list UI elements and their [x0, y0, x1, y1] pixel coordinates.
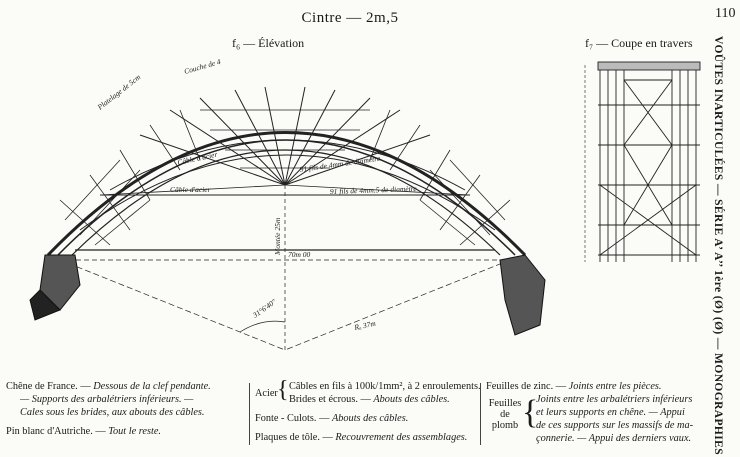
label-cable-acier-lower: Câble d'acier	[170, 185, 211, 194]
legend-divider-1	[249, 383, 250, 445]
legend-divider-2	[480, 383, 481, 445]
side-running-head: 110 VOÛTES INARTICULÉES — SÉRIE A’ A’’ 1…	[712, 6, 736, 455]
legend-oak-item1: Dessous de la clef pendante.	[93, 381, 211, 392]
series-title: VOÛTES INARTICULÉES — SÉRIE A’ A’’ 1ère …	[712, 36, 724, 456]
bridge-centering-drawing: Couche de 4 Platelage de 5cm Câble d'aci…	[29, 57, 701, 351]
legend-zinc-title: Feuilles de zinc. —	[486, 381, 569, 392]
left-abutment	[29, 254, 81, 321]
legend-castiron-item: Abouts des câbles.	[331, 413, 409, 424]
section-caption: f₇ — Coupe en travers	[585, 36, 693, 50]
legend-plates-title: Plaques de tôle. —	[255, 432, 336, 443]
legend-plates-item: Recouvrement des assemblages.	[335, 432, 468, 443]
label-montee: Montée 25m	[273, 217, 282, 256]
page-title: Cintre — 2m,5	[301, 10, 399, 26]
legend-pine-title: Pin blanc d'Autriche. —	[6, 426, 109, 437]
right-abutment	[499, 254, 546, 336]
label-couche: Couche de 4	[183, 57, 222, 76]
label-platelage: Platelage de 5cm	[95, 72, 143, 112]
legend-col-metals: Feuilles de zinc. — Joints entre les piè…	[486, 380, 708, 444]
legend-steel-item1: Câbles en fils à 100k/1mm², à 2 enroulem…	[289, 381, 481, 392]
section-drawing	[584, 61, 701, 262]
legend-pine-item: Tout le reste.	[108, 426, 161, 437]
legend-zinc-item: Joints entre les pièces.	[568, 381, 662, 392]
legend-col-steel: Acier { Câbles en fils à 100k/1mm², à 2 …	[255, 378, 483, 444]
legend-col-oak: Chêne de France. — Dessous de la clef pe…	[6, 380, 246, 438]
legend-oak-item3: Cales sous les brides, aux abouts des câ…	[20, 407, 205, 418]
label-angle: 31°6'40"	[250, 297, 278, 321]
legend-oak-item2: — Supports des arbalétriers inférieurs. …	[20, 394, 194, 405]
legend-steel-item2b: Abouts des câbles.	[373, 394, 450, 405]
legend-oak-title: Chêne de France. —	[6, 381, 94, 392]
label-corde: 70m 00	[288, 250, 311, 259]
label-fils-lower: 91 fils de 4mm.5 de diamètre	[330, 184, 418, 196]
legend-steel-title: Acier	[255, 388, 278, 399]
elevation-caption: f₆ — Élévation	[232, 36, 305, 50]
page-number: 110	[715, 6, 736, 21]
legend-lead-items: Joints entre les arbalétriers inférieurs…	[536, 394, 694, 444]
materials-legend: Chêne de France. — Dessous de la clef pe…	[6, 378, 708, 452]
legend-steel-item2a: Brides et écrous. —	[289, 394, 374, 405]
elevation-drawing	[46, 86, 527, 351]
label-rayon: Rₐ 37m	[353, 319, 378, 333]
legend-castiron-title: Fonte - Culots. —	[255, 413, 332, 424]
